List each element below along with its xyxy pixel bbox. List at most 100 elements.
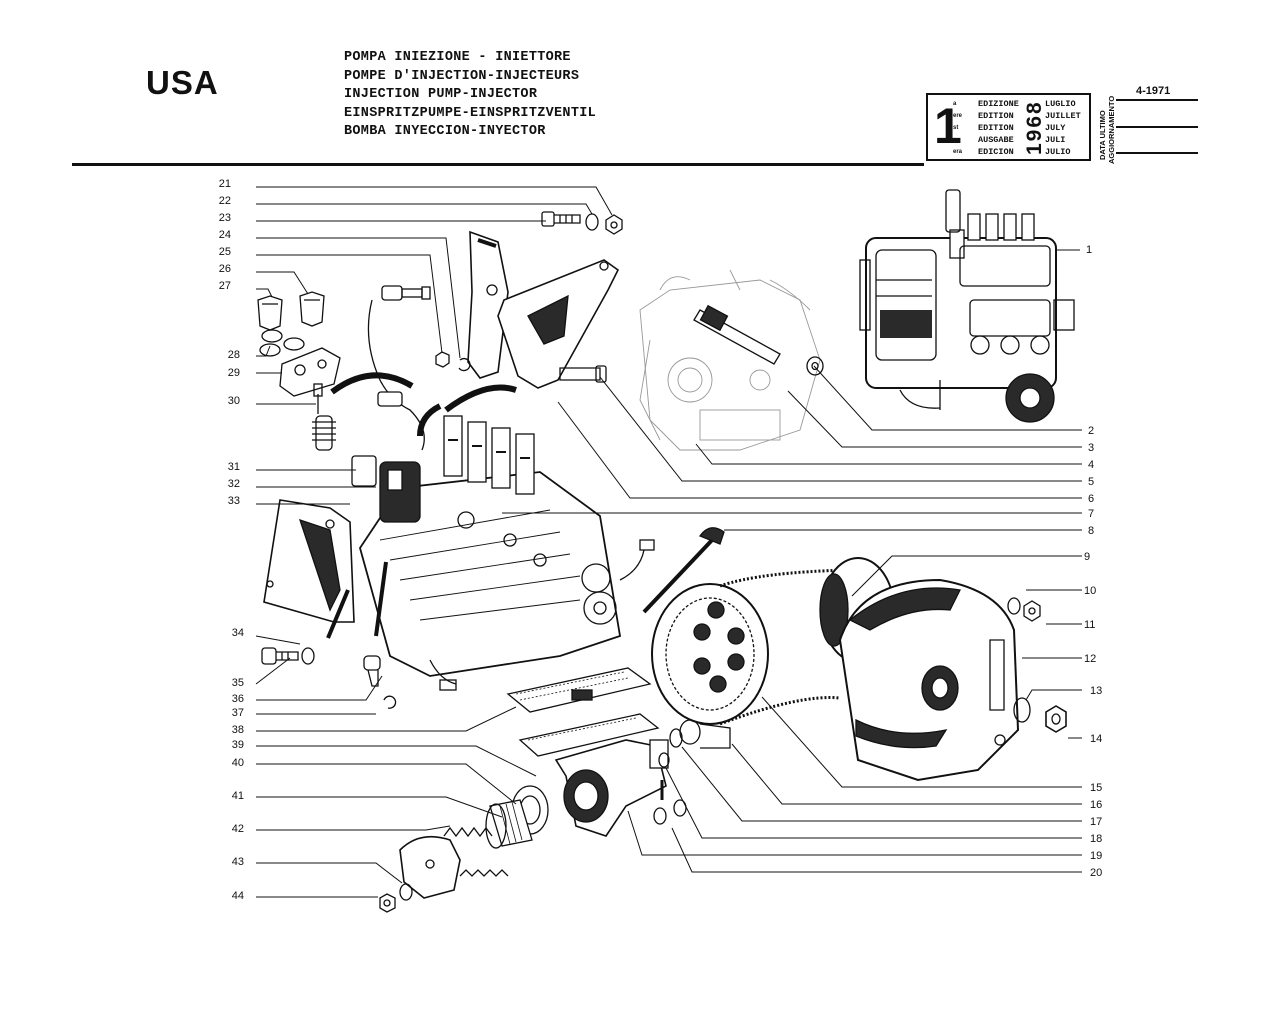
callout-33: 33 xyxy=(228,495,240,507)
edition-sup-it: a xyxy=(953,101,957,107)
edition-sup-en: st xyxy=(953,125,959,131)
part-40-support-bracket xyxy=(554,739,669,837)
edition-label-en: EDITION xyxy=(978,123,1014,133)
part-19-20-bolts xyxy=(653,780,687,825)
callout-38: 38 xyxy=(232,724,244,736)
part-21-nut xyxy=(605,214,623,235)
part-11-nut xyxy=(1023,600,1041,622)
part-15-drive-pulley xyxy=(651,583,769,725)
callout-30: 30 xyxy=(228,395,240,407)
part-16-hub xyxy=(679,719,731,749)
update-line-2 xyxy=(1116,126,1198,128)
assembly-arrows-lower xyxy=(326,536,716,639)
edition-label-es: EDICION xyxy=(978,147,1014,157)
callout-22: 22 xyxy=(219,195,231,207)
part-1-injection-pump-assembly xyxy=(859,189,1075,423)
part-27-pipe-fitting xyxy=(367,285,431,451)
part-44-nut xyxy=(379,893,396,913)
part-8-key xyxy=(698,527,725,545)
callout-1: 1 xyxy=(1086,244,1092,256)
part-29-flange xyxy=(279,347,341,397)
callout-26: 26 xyxy=(219,263,231,275)
callout-27: 27 xyxy=(219,280,231,292)
callout-10: 10 xyxy=(1084,585,1096,597)
title-block: POMPA INIEZIONE - INIETTORE POMPE D'INJE… xyxy=(344,49,596,142)
callout-5: 5 xyxy=(1088,476,1094,488)
part-12-timing-cover xyxy=(838,578,1020,782)
callout-41: 41 xyxy=(232,790,244,802)
part-13-washer xyxy=(1013,697,1031,723)
part-2-injector xyxy=(693,304,781,365)
callout-14: 14 xyxy=(1090,733,1102,745)
edition-label-fr: EDITION xyxy=(978,111,1014,121)
part-34-washer xyxy=(301,647,315,665)
callout-3: 3 xyxy=(1088,442,1094,454)
callout-42: 42 xyxy=(232,823,244,835)
part-14-nut xyxy=(1045,705,1067,733)
callout-37: 37 xyxy=(232,707,244,719)
part-36-screw xyxy=(363,655,381,687)
part-42-spring xyxy=(443,826,509,877)
edition-box: 1 a ere st era EDIZIONE EDITION EDITION … xyxy=(926,93,1091,161)
edition-month-fr: JUILLET xyxy=(1045,111,1081,121)
callout-20: 20 xyxy=(1090,867,1102,879)
title-french: POMPE D'INJECTION-INJECTEURS xyxy=(344,68,580,84)
part-42-cover xyxy=(399,835,461,899)
part-25-small-washer xyxy=(458,357,471,372)
callout-19: 19 xyxy=(1090,850,1102,862)
part-38-gasket xyxy=(506,667,652,713)
title-spanish: BOMBA INYECCION-INYECTOR xyxy=(344,124,546,140)
part-28-seals xyxy=(259,329,305,357)
callout-9: 9 xyxy=(1084,551,1090,563)
title-german: EINSPRITZPUMPE-EINSPRITZVENTIL xyxy=(344,105,597,121)
callout-6: 6 xyxy=(1088,493,1094,505)
part-31-solenoid xyxy=(351,455,377,487)
callout-7: 7 xyxy=(1088,508,1094,520)
update-line-1 xyxy=(1116,99,1198,101)
part-43-washer xyxy=(399,883,413,901)
update-line-3 xyxy=(1116,152,1198,154)
main-pump-body xyxy=(359,415,655,691)
callout-24: 24 xyxy=(219,229,231,241)
country-label: USA xyxy=(146,64,219,101)
part-6-bracket xyxy=(497,259,620,389)
callout-36: 36 xyxy=(232,693,244,705)
callout-16: 16 xyxy=(1090,799,1102,811)
part-39-plate xyxy=(518,713,660,757)
callout-8: 8 xyxy=(1088,525,1094,537)
callout-18: 18 xyxy=(1090,833,1102,845)
callout-21: 21 xyxy=(219,178,231,190)
callout-2: 2 xyxy=(1088,425,1094,437)
callout-44: 44 xyxy=(232,890,244,902)
part-33-cover-plate xyxy=(263,499,355,623)
part-9-toothed-belt xyxy=(719,568,851,726)
header-rule xyxy=(72,163,924,166)
callout-4: 4 xyxy=(1088,459,1094,471)
callout-23: 23 xyxy=(219,212,231,224)
part-27-banjo-bolts xyxy=(257,291,325,331)
callout-32: 32 xyxy=(228,478,240,490)
assembly-arrow-top xyxy=(330,372,517,437)
part-23-bolt xyxy=(541,211,581,227)
engine-block-outline xyxy=(639,269,821,451)
part-24-bracket xyxy=(467,230,509,379)
edition-sup-es: era xyxy=(953,149,963,155)
update-date: 4-1971 xyxy=(1136,85,1171,97)
part-34-bolt xyxy=(261,647,299,665)
callout-35: 35 xyxy=(232,677,244,689)
part-41-filter xyxy=(485,799,533,849)
callout-34: 34 xyxy=(232,627,244,639)
edition-month-es: JULIO xyxy=(1045,147,1071,157)
callout-15: 15 xyxy=(1090,782,1102,794)
callout-13: 13 xyxy=(1090,685,1102,697)
callout-25: 25 xyxy=(219,246,231,258)
callout-39: 39 xyxy=(232,739,244,751)
edition-month-it: LUGLIO xyxy=(1045,99,1076,109)
part-10-washer xyxy=(1007,597,1021,615)
edition-label-it: EDIZIONE xyxy=(978,99,1019,109)
part-22-washer xyxy=(585,213,599,231)
callout-28: 28 xyxy=(228,349,240,361)
callout-43: 43 xyxy=(232,856,244,868)
callout-40: 40 xyxy=(232,757,244,769)
title-italian: POMPA INIEZIONE - INIETTORE xyxy=(344,50,571,65)
